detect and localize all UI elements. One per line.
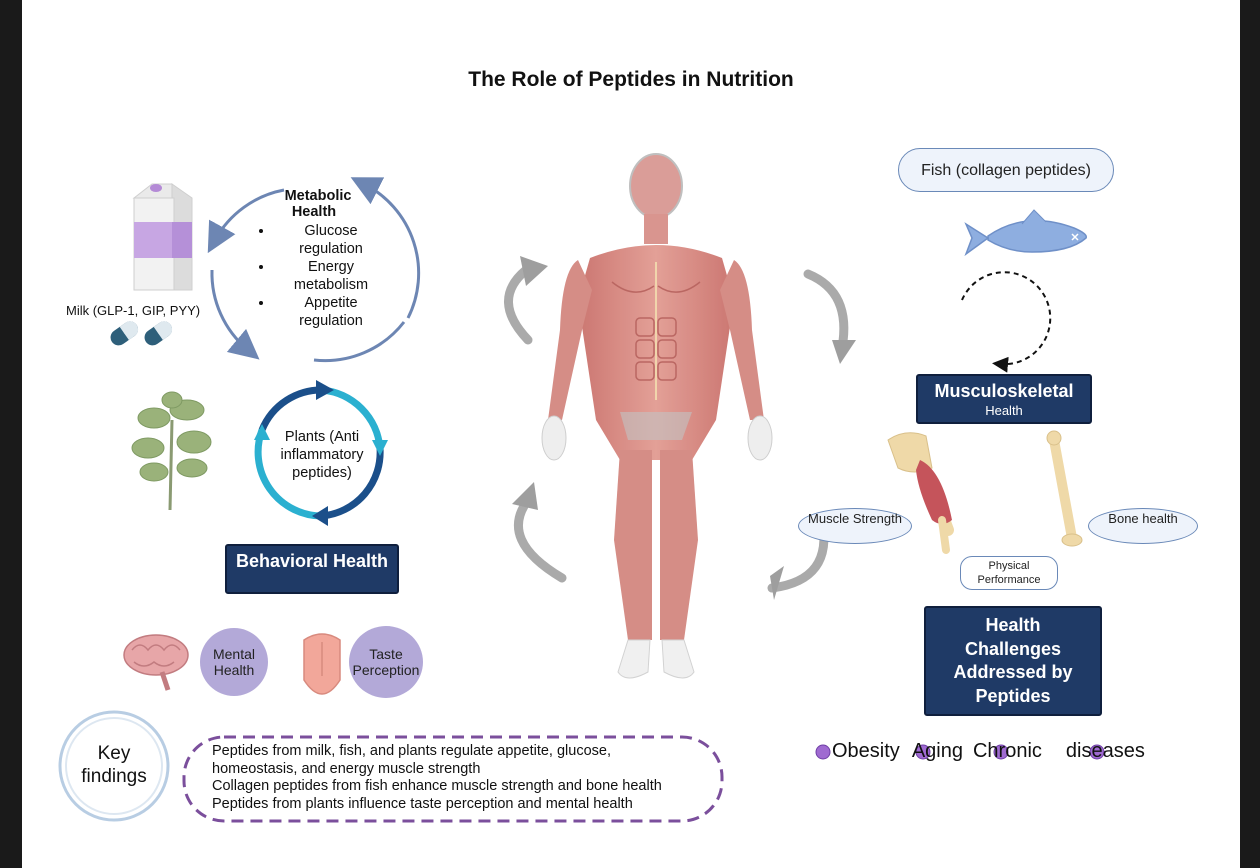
behavioral-health-box: Behavioral Health	[225, 544, 399, 594]
brain-icon	[123, 634, 189, 691]
human-muscle-body-icon	[541, 153, 773, 679]
legend-dot-diseases	[1089, 744, 1105, 760]
dashed-cycle-arrow	[961, 271, 1052, 373]
metabolic-list: Glucose regulation Energy metabolism App…	[258, 222, 388, 330]
plants-label: Plants (Anti inflammatory peptides)	[280, 429, 364, 481]
tongue-icon	[303, 633, 341, 695]
mental-health-circle: Mental Health	[200, 628, 268, 696]
capsule-icon	[144, 321, 173, 346]
legend-dot-aging	[915, 744, 931, 760]
grey-arrowheads	[512, 256, 856, 600]
metabolic-item: Appetite regulation	[274, 294, 388, 330]
legend-aging: Aging	[911, 740, 963, 762]
key-finding-line: Peptides from plants influence taste per…	[212, 795, 633, 812]
key-findings-text: Peptides from milk, fish, and plants reg…	[212, 743, 720, 813]
physical-performance-pill: Physical Performance	[960, 556, 1058, 590]
legend-diseases: diseases	[1065, 740, 1145, 762]
milk-carton-icon	[132, 183, 193, 291]
musculoskeletal-subtitle: Health	[985, 403, 1023, 418]
musculoskeletal-health-box: Musculoskeletal Health	[916, 374, 1092, 424]
key-findings-label: Key findings	[81, 743, 147, 787]
metabolic-item: Glucose regulation	[274, 222, 388, 258]
disease-legend: Obesity Aging Chronic diseases	[832, 740, 1145, 763]
metabolic-heading-line1: Metabolic	[284, 188, 352, 204]
taste-perception-circle: Taste Perception	[349, 626, 423, 698]
musculoskeletal-title: Musculoskeletal	[934, 381, 1074, 401]
key-finding-line: Collagen peptides from fish enhance musc…	[212, 778, 662, 794]
key-findings-frame	[182, 735, 724, 823]
bone-health-pill: Bone health	[1088, 508, 1198, 544]
muscle-strength-pill: Muscle Strength	[798, 508, 912, 544]
milk-label: Milk (GLP-1, GIP, PYY)	[66, 303, 201, 318]
capsule-icon	[110, 321, 139, 346]
legend-dot-obesity	[815, 744, 831, 760]
plants-cycle-arrows	[254, 380, 388, 526]
health-challenges-box: Health Challenges Addressed by Peptides	[924, 606, 1102, 716]
figure-title: The Role of Peptides in Nutrition	[468, 68, 794, 91]
fish-collagen-pill: Fish (collagen peptides)	[898, 148, 1114, 192]
key-finding-line: homeostasis, and energy muscle strength	[212, 760, 481, 777]
legend-dot-chronic	[993, 744, 1009, 760]
diagram-graphics	[58, 153, 1105, 823]
key-findings-ring	[58, 710, 170, 822]
key-finding-line: Peptides from milk, fish, and plants reg…	[212, 743, 611, 759]
figure-canvas: The Role of Peptides in Nutrition	[22, 0, 1240, 868]
plant-icon	[131, 391, 212, 511]
fish-icon	[964, 209, 1087, 257]
legend-obesity: Obesity	[832, 740, 900, 762]
metabolic-health-block: Metabolic Health Glucose regulation Ener…	[258, 188, 388, 330]
metabolic-cycle-arrows	[207, 177, 421, 363]
metabolic-heading-line2: Health	[291, 204, 337, 220]
femur-bone-icon	[1046, 430, 1083, 547]
grey-cycle-arrows	[504, 265, 849, 593]
metabolic-item: Energy metabolism	[274, 258, 388, 294]
legend-dots	[815, 744, 1105, 760]
arm-bone-muscle-icon	[887, 432, 954, 554]
legend-chronic: Chronic	[972, 740, 1042, 762]
